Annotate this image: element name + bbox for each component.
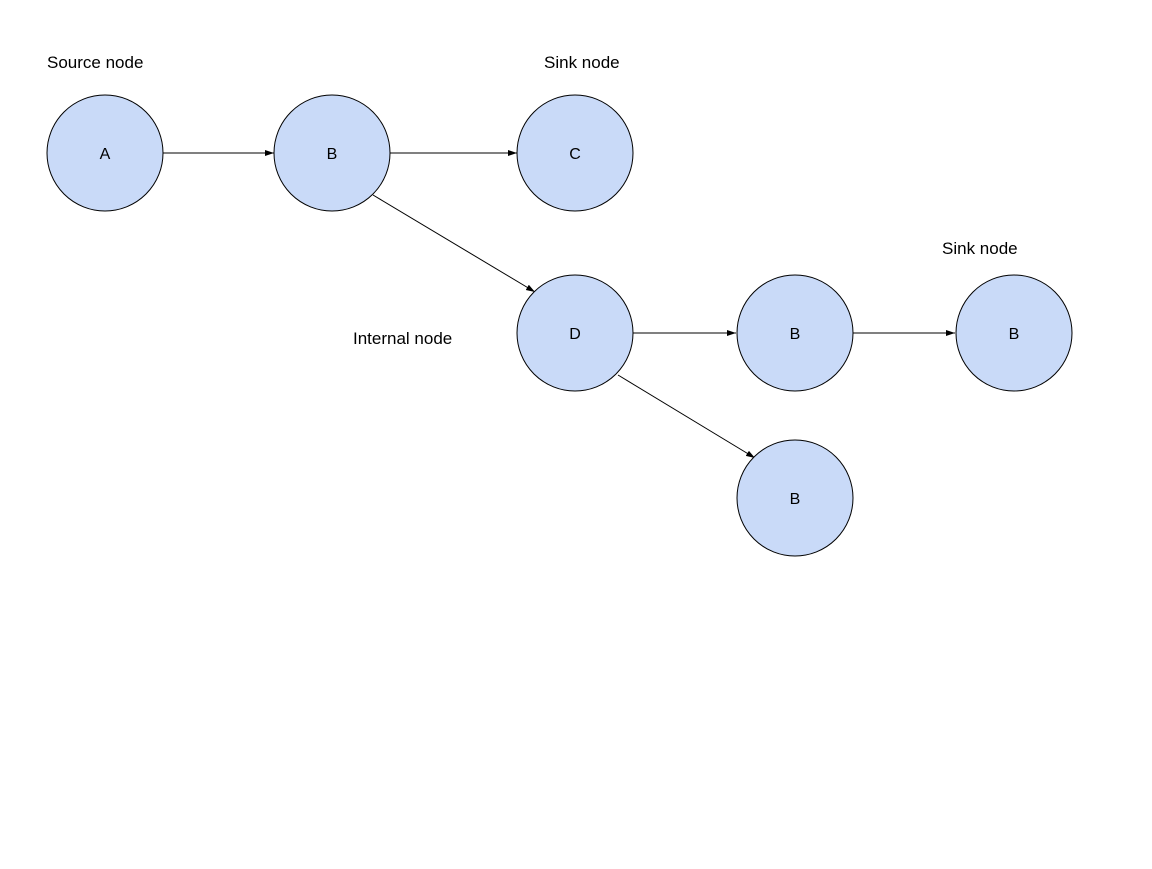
node-d-circle xyxy=(516,274,634,392)
node-d: D xyxy=(516,274,634,392)
node-b-middle-label: B xyxy=(790,326,801,343)
edge-b-to-d xyxy=(372,194,536,293)
node-b: B xyxy=(273,94,391,212)
node-b-label: B xyxy=(327,146,338,163)
node-b-lower: B xyxy=(736,439,854,557)
node-c: C xyxy=(516,94,634,212)
node-b-right: B xyxy=(955,274,1073,392)
annotation-sink-node-top: Sink node xyxy=(544,53,620,72)
node-a: A xyxy=(46,94,164,212)
node-d-label: D xyxy=(569,326,581,343)
node-b-middle-circle xyxy=(736,274,854,392)
node-c-label: C xyxy=(569,146,581,163)
edges xyxy=(163,150,955,459)
node-b-right-label: B xyxy=(1009,326,1020,343)
annotation-internal-node: Internal node xyxy=(353,329,452,348)
node-b-right-circle xyxy=(955,274,1073,392)
annotations: Source node Sink node Internal node Sink… xyxy=(47,53,1018,348)
annotation-sink-node-right: Sink node xyxy=(942,239,1018,258)
node-a-label: A xyxy=(100,146,111,163)
node-b-circle xyxy=(273,94,391,212)
node-b-lower-label: B xyxy=(790,491,801,508)
nodes: A B C D B B B xyxy=(46,94,1073,557)
edge-d-to-b-lower xyxy=(617,374,756,459)
node-b-lower-circle xyxy=(736,439,854,557)
node-b-middle: B xyxy=(736,274,854,392)
node-a-circle xyxy=(46,94,164,212)
annotation-source-node: Source node xyxy=(47,53,143,72)
node-c-circle xyxy=(516,94,634,212)
